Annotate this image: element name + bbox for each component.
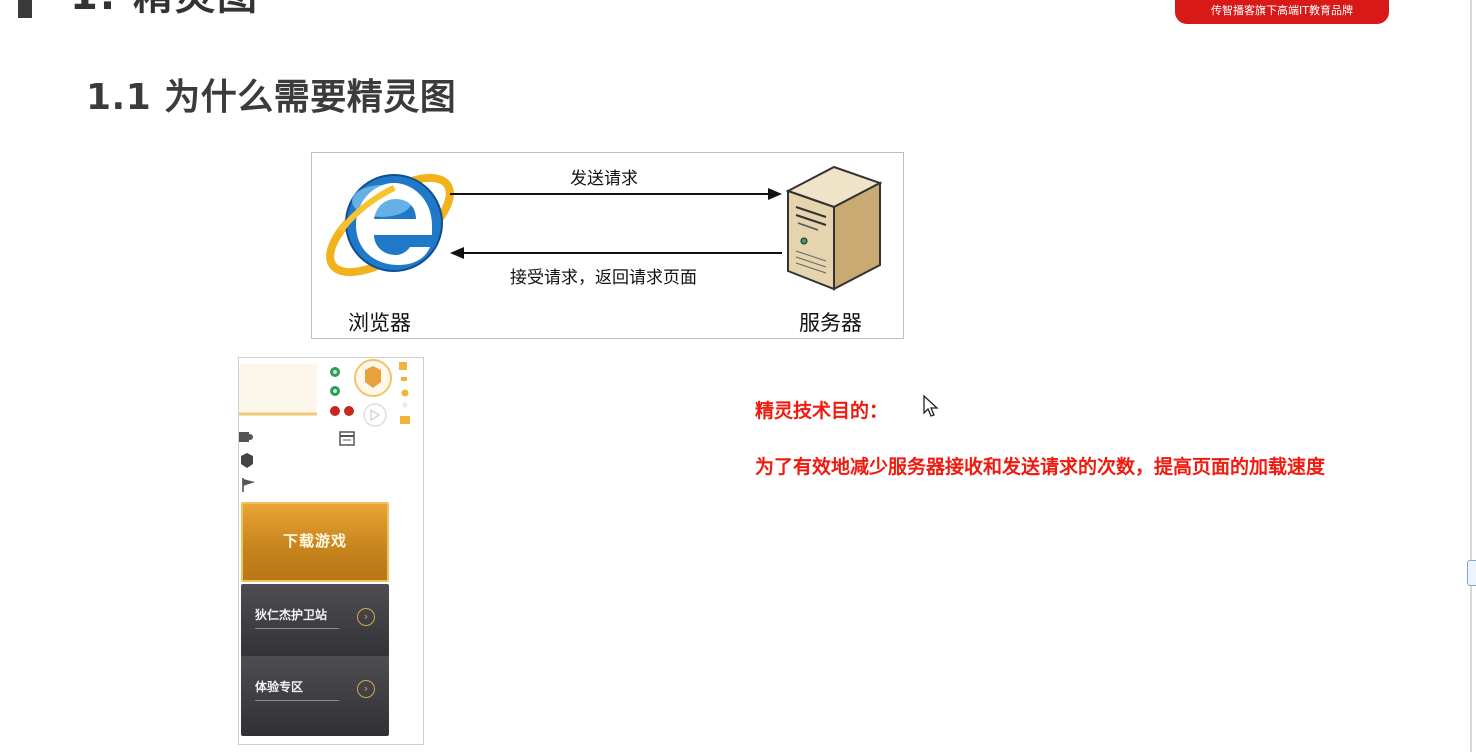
experience-zone-label: 体验专区 — [255, 680, 304, 694]
helmet-small-icon — [241, 453, 253, 468]
chevron-right-icon: › — [357, 680, 375, 698]
red-badge-icons — [330, 406, 354, 416]
sprite-banner-fragment — [239, 364, 317, 414]
sprite-icons-sheet — [239, 359, 410, 492]
window-edge-divider — [1470, 0, 1472, 752]
download-game-button[interactable]: 下载游戏 — [241, 502, 389, 582]
calendar-icon — [339, 431, 355, 446]
brand-badge: 传智播客旗下高端IT教育品牌 — [1175, 0, 1389, 24]
browser-icon — [326, 173, 454, 277]
mouse-cursor-icon — [923, 394, 939, 417]
top-heading-text: 1. 精灵图 — [70, 0, 259, 21]
server-label: 服务器 — [799, 311, 862, 335]
side-scroll-handle[interactable] — [1467, 560, 1476, 586]
top-heading: 1. 精灵图 — [0, 0, 259, 19]
green-dot-icons — [330, 367, 340, 396]
section-title: 1.1 为什么需要精灵图 — [86, 77, 457, 118]
purpose-title: 精灵技术目的： — [755, 400, 889, 422]
play-circle-icon — [363, 403, 387, 427]
puzzle-icon — [239, 432, 253, 442]
chevron-right-icon: › — [357, 608, 375, 626]
browser-label: 浏览器 — [348, 311, 411, 335]
receive-request-label: 接受请求，返回请求页面 — [510, 268, 697, 288]
card-underline — [255, 700, 339, 701]
sprite-example-image: 下载游戏 狄仁杰护卫站 › 体验专区 › — [238, 357, 424, 745]
server-icon — [785, 165, 883, 291]
purpose-description: 为了有效地减少服务器接收和发送请求的次数，提高页面的加载速度 — [755, 456, 1326, 478]
guard-station-card[interactable]: 狄仁杰护卫站 › — [241, 584, 389, 664]
receive-request-arrow — [450, 247, 782, 259]
download-game-label: 下载游戏 — [282, 532, 347, 550]
send-request-arrow — [450, 188, 782, 200]
diagram-graphics — [326, 165, 883, 291]
card-underline — [255, 628, 339, 629]
small-yellow-icons — [399, 362, 410, 424]
experience-zone-card[interactable]: 体验专区 › — [241, 656, 389, 736]
flag-icon — [242, 478, 255, 492]
request-diagram: 发送请求 接受请求，返回请求页面 浏览器 服务器 — [311, 152, 904, 339]
guard-station-label: 狄仁杰护卫站 — [255, 608, 328, 622]
send-request-label: 发送请求 — [570, 169, 638, 189]
heading-bar-marker — [18, 0, 32, 18]
helmet-logo-icon — [354, 359, 392, 397]
